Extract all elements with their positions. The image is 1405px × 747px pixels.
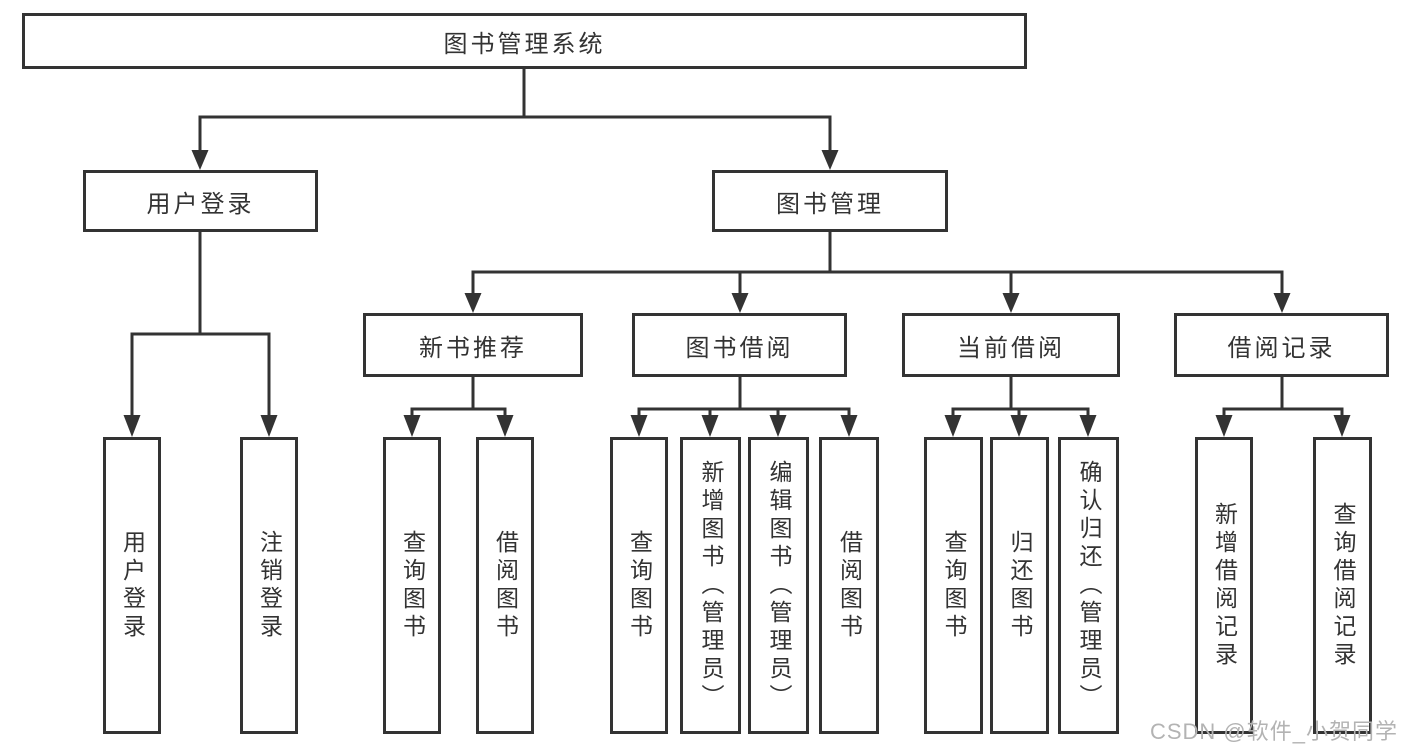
- node-add-book-admin: 新增图书（管理员）: [680, 437, 741, 734]
- node-edit-book-admin: 编辑图书（管理员）: [748, 437, 809, 734]
- node-confirm-return-admin-label: 确认归还（管理员）: [1076, 459, 1102, 712]
- node-book-borrowing-label: 图书借阅: [685, 334, 794, 362]
- node-query-books-borrowing-label: 查询图书: [626, 529, 653, 642]
- node-login-label: 用户登录: [119, 529, 146, 642]
- node-return-book: 归还图书: [990, 437, 1049, 734]
- node-new-book-recommend: 新书推荐: [363, 313, 583, 377]
- node-query-books-borrowing: 查询图书: [610, 437, 668, 734]
- node-query-borrow-record-label: 查询借阅记录: [1330, 501, 1356, 670]
- node-book-management-label: 图书管理: [776, 190, 884, 218]
- node-login: 用户登录: [103, 437, 161, 734]
- node-borrow-records-label: 借阅记录: [1227, 334, 1336, 362]
- node-confirm-return-admin: 确认归还（管理员）: [1058, 437, 1119, 734]
- node-return-book-label: 归还图书: [1007, 529, 1033, 642]
- node-edit-book-admin-label: 编辑图书（管理员）: [766, 459, 792, 712]
- node-current-borrowing-label: 当前借阅: [957, 334, 1065, 362]
- csdn-watermark: CSDN @软件_小贺同学: [1149, 719, 1398, 744]
- node-borrow-books-recommend: 借阅图书: [476, 437, 534, 734]
- node-query-borrow-record: 查询借阅记录: [1313, 437, 1372, 734]
- node-add-book-admin-label: 新增图书（管理员）: [698, 459, 724, 712]
- node-add-borrow-record: 新增借阅记录: [1195, 437, 1253, 734]
- node-user-login-module: 用户登录: [83, 170, 318, 232]
- node-library-system: 图书管理系统: [22, 13, 1027, 69]
- node-current-borrowing: 当前借阅: [902, 313, 1120, 377]
- node-logout: 注销登录: [240, 437, 298, 734]
- node-query-books-current-label: 查询图书: [941, 529, 967, 642]
- node-borrow-books-recommend-label: 借阅图书: [492, 529, 519, 642]
- node-user-login-module-label: 用户登录: [146, 190, 255, 218]
- node-book-borrowing: 图书借阅: [632, 313, 847, 377]
- node-new-book-recommend-label: 新书推荐: [419, 334, 527, 362]
- node-library-system-label: 图书管理系统: [443, 30, 606, 58]
- node-borrow-books-label: 借阅图书: [836, 529, 863, 642]
- node-add-borrow-record-label: 新增借阅记录: [1211, 501, 1238, 670]
- node-book-management: 图书管理: [712, 170, 948, 232]
- node-borrow-records: 借阅记录: [1174, 313, 1389, 377]
- node-borrow-books: 借阅图书: [819, 437, 879, 734]
- node-query-books-current: 查询图书: [924, 437, 983, 734]
- node-query-books-recommend-label: 查询图书: [399, 529, 426, 642]
- node-query-books-recommend: 查询图书: [383, 437, 441, 734]
- node-logout-label: 注销登录: [256, 529, 283, 642]
